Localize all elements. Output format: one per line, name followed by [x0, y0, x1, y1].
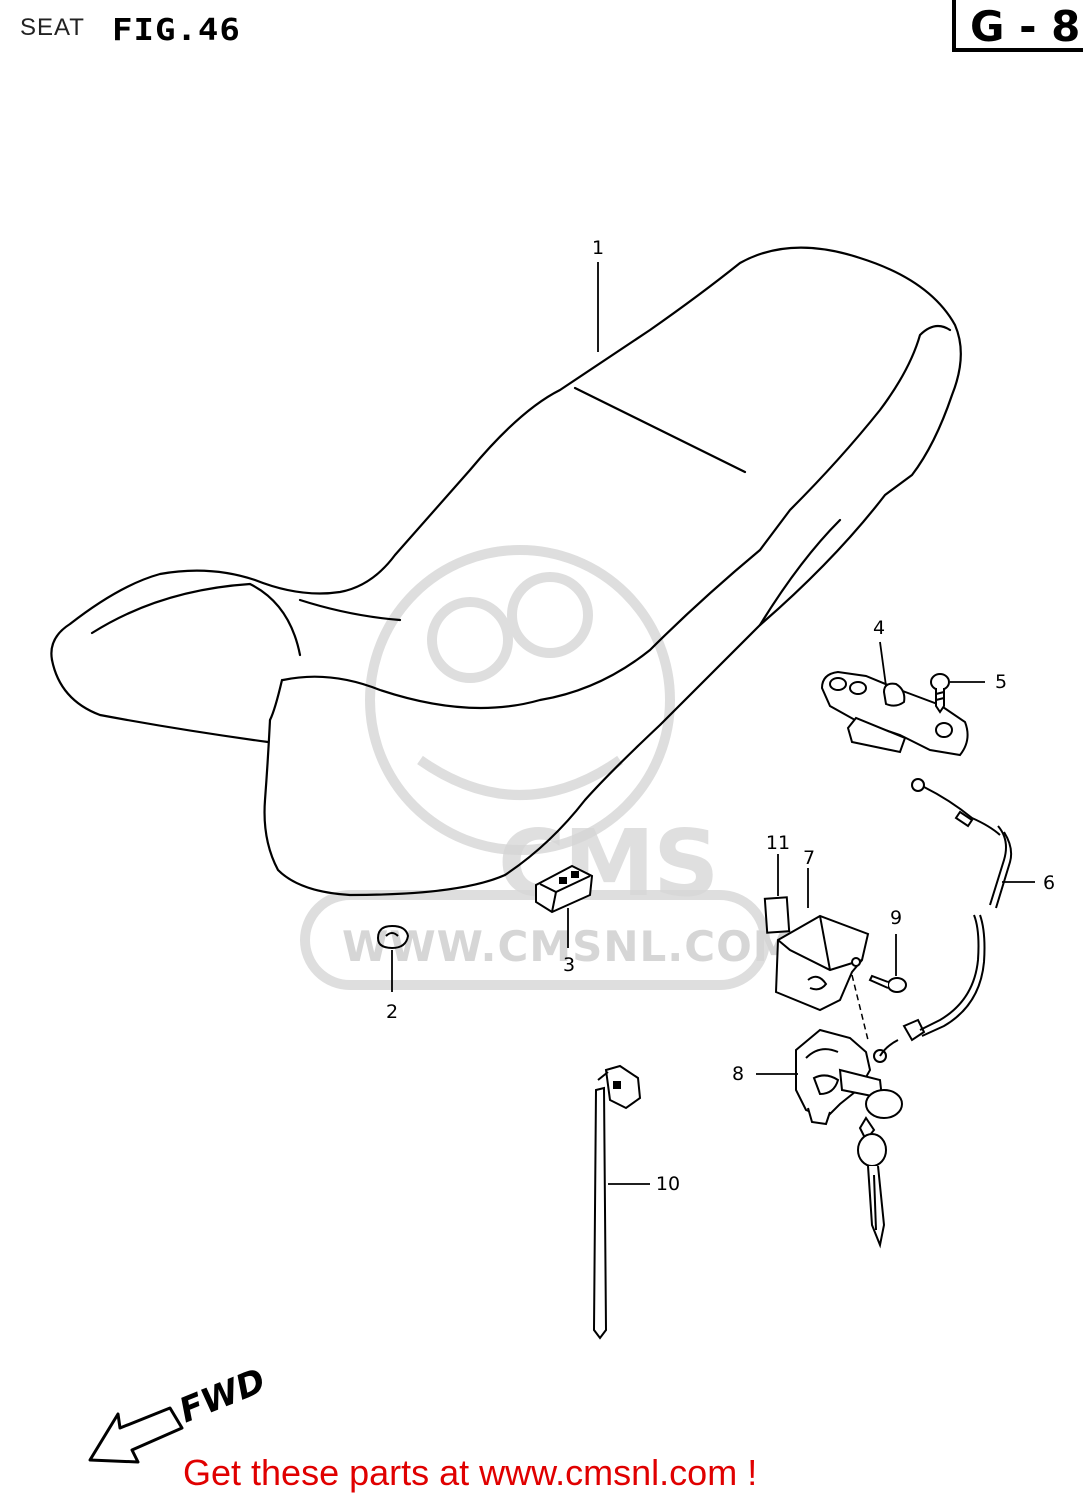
callout-10: 10: [655, 1173, 681, 1195]
footer-link[interactable]: Get these parts at www.cmsnl.com !: [183, 1452, 758, 1493]
screw-9-part: [868, 974, 907, 993]
group-code-box: G - 8: [952, 0, 1083, 52]
seat-lock-cable-part: [873, 778, 1013, 1063]
seat-lock-hook-part: [820, 670, 969, 757]
leader-line-4: [879, 641, 887, 687]
callout-2: 2: [385, 1001, 399, 1023]
callout-8: 8: [731, 1063, 745, 1085]
seat-part: [50, 246, 962, 897]
cushion-part: [376, 924, 410, 950]
figure-label: FIG.46: [112, 12, 241, 48]
group-code: G - 8: [970, 2, 1081, 51]
section-label: SEAT: [20, 14, 85, 41]
callout-5: 5: [994, 671, 1008, 693]
callout-9: 9: [889, 907, 903, 929]
callout-3: 3: [562, 954, 576, 976]
callout-11: 11: [765, 832, 791, 854]
watermark-logo: [300, 545, 770, 990]
cover-part: [774, 914, 870, 1012]
label-part: [763, 896, 791, 934]
callout-1: 1: [591, 237, 605, 259]
callout-6: 6: [1042, 872, 1056, 894]
seat-lock-part: [795, 1028, 903, 1249]
callout-4: 4: [872, 617, 886, 639]
callout-7: 7: [802, 847, 816, 869]
screw-5-part: [930, 673, 950, 714]
bracket-part: [535, 864, 594, 914]
clamp-part: [592, 1064, 642, 1340]
forward-arrow-icon: [88, 1406, 184, 1464]
